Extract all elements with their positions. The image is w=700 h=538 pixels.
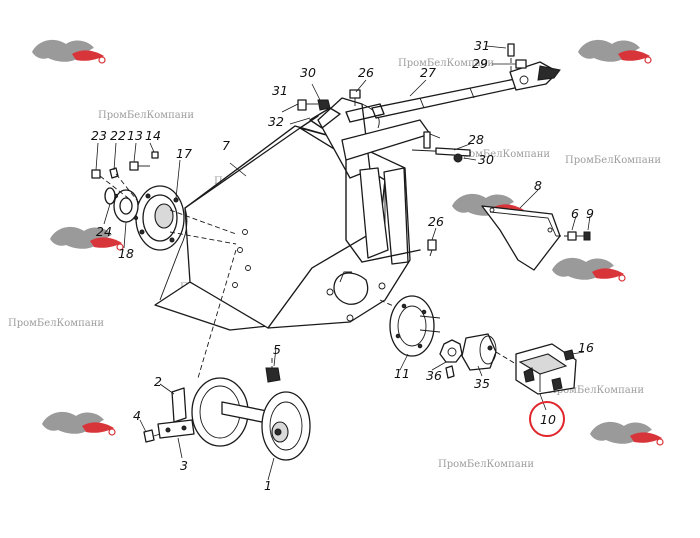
- watermark-logo-top-right: [578, 39, 652, 64]
- top-frame-bracket: [299, 97, 456, 265]
- callout-30-right: 30: [478, 152, 494, 167]
- watermark-text: ПромБелКомпани: [454, 149, 550, 160]
- callout-22: 22: [110, 128, 126, 143]
- drive-shaft-27: [297, 43, 561, 123]
- callout-8: 8: [534, 178, 542, 193]
- watermark-text: ПромБелКомпани: [438, 459, 534, 470]
- watermark-text: ПромБелКомпани: [8, 318, 104, 329]
- callout-31-top: 31: [474, 38, 490, 53]
- callout-16: 16: [578, 340, 594, 355]
- callout-5: 5: [273, 342, 281, 357]
- callout-18: 18: [118, 246, 134, 261]
- watermark-logo-left: [50, 226, 124, 251]
- callout-31-left: 31: [272, 83, 288, 98]
- callout-2: 2: [154, 374, 162, 389]
- callout-13: 13: [127, 128, 143, 143]
- callout-35: 35: [474, 376, 490, 391]
- watermark-logo-top-left: [32, 39, 106, 64]
- watermark-logo-bottom-right: [590, 421, 664, 446]
- watermark-text: ПромБелКомпани: [98, 110, 194, 121]
- callout-labels: 1 2 3 4 5 6 7 8 9 10 11 13 14 16 17 18 2…: [91, 38, 594, 493]
- leader-lines: [95, 45, 591, 481]
- bottom-pulley-group: [143, 249, 311, 461]
- callout-10: 10: [540, 412, 556, 427]
- watermark-text: ПромБелКомпани: [565, 155, 661, 166]
- right-drive-group: [379, 205, 591, 395]
- callout-32: 32: [268, 114, 284, 129]
- callout-14: 14: [145, 128, 161, 143]
- callout-7: 7: [222, 138, 230, 153]
- callout-24: 24: [96, 224, 112, 239]
- callout-26-top: 26: [358, 65, 374, 80]
- callout-28: 28: [468, 132, 484, 147]
- watermark-logo-bottom-left: [42, 411, 116, 436]
- watermark-logo-right: [552, 257, 626, 282]
- pin-28: [423, 131, 471, 163]
- left-bearing-group: [91, 151, 237, 251]
- callout-9: 9: [586, 206, 594, 221]
- callout-3: 3: [180, 458, 188, 473]
- housing-body: [154, 125, 411, 331]
- watermark-text: ПромБелКомпани: [398, 58, 494, 69]
- highlight-circle: [529, 401, 565, 437]
- callout-4: 4: [133, 408, 141, 423]
- callout-17: 17: [176, 146, 192, 161]
- callout-27: 27: [420, 65, 436, 80]
- callout-36: 36: [426, 368, 442, 383]
- callout-6: 6: [571, 206, 579, 221]
- watermark-text: ПромБелКомпани: [548, 385, 644, 396]
- callout-1: 1: [264, 478, 272, 493]
- callout-11: 11: [394, 366, 410, 381]
- callout-29: 29: [472, 56, 488, 71]
- callout-26-right: 26: [428, 214, 444, 229]
- callout-23: 23: [91, 128, 107, 143]
- callout-30-top: 30: [300, 65, 316, 80]
